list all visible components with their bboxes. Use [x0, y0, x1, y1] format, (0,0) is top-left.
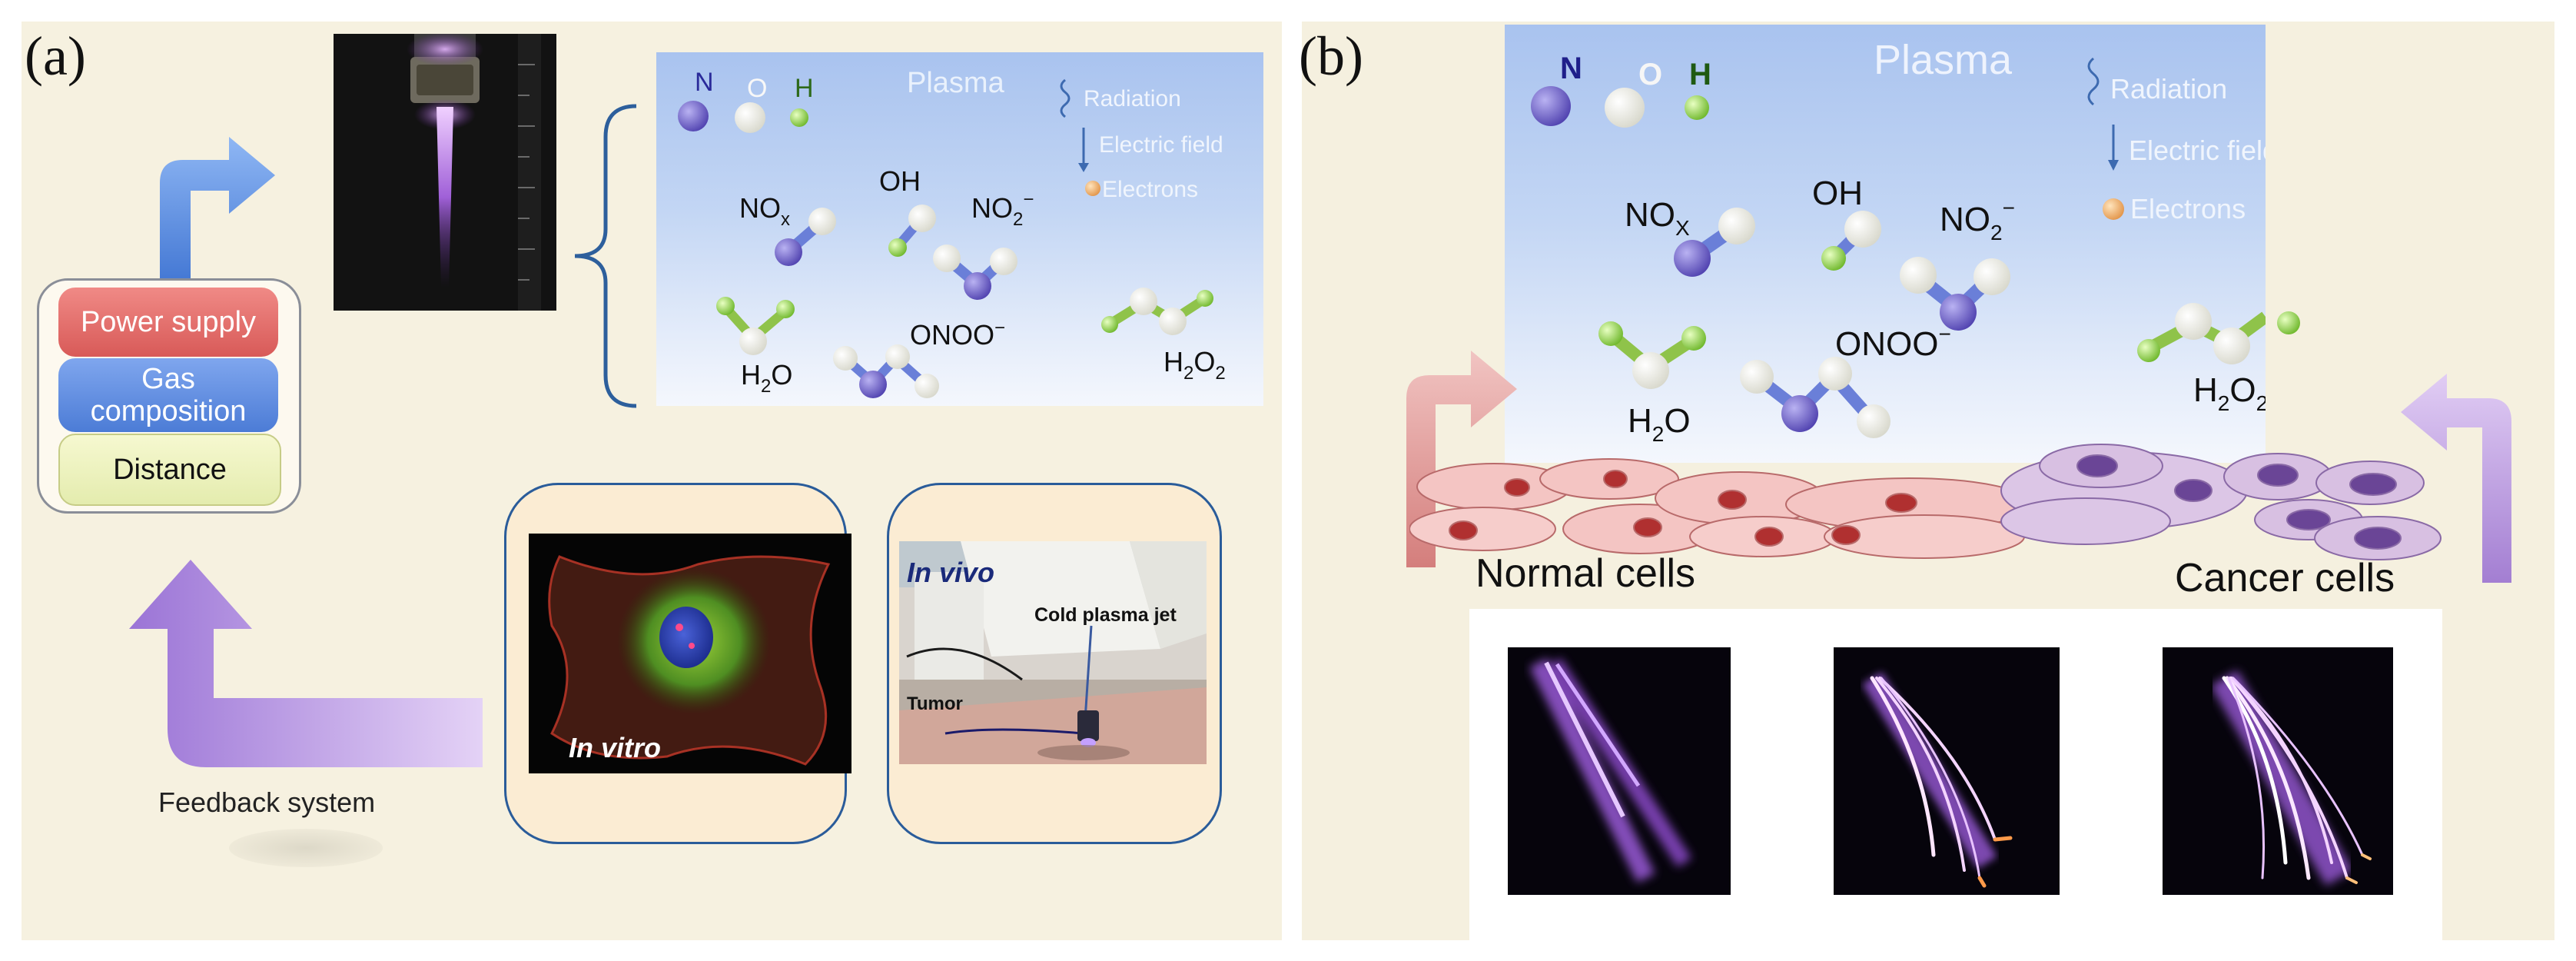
normal-cells-label: Normal cells [1476, 551, 1696, 596]
legend-electrons-a: Electrons [1102, 177, 1198, 202]
legend-radiation-a: Radiation [1084, 86, 1181, 111]
hydrogen-atom-edge [2277, 311, 2300, 334]
cancer-cells-label: Cancer cells [2175, 556, 2395, 600]
nitrogen-atom [678, 101, 709, 131]
in-vitro-photo: In vitro [529, 534, 851, 773]
discharge-photo-1 [1508, 647, 1731, 895]
legend-electrons-b: Electrons [2130, 193, 2246, 224]
h2o2-label: H2O2 [1164, 346, 1226, 384]
hydrogen-atom-b [1685, 95, 1709, 120]
tumor-label: Tumor [907, 693, 963, 714]
hydrogen-atom [790, 108, 808, 127]
normal-cells-group [1409, 458, 2033, 559]
nox-label: NOx [739, 192, 790, 230]
electron-icon-b [2103, 198, 2124, 220]
atom-n-label-b: N [1560, 52, 1582, 85]
legend-radiation-b: Radiation [2110, 73, 2227, 105]
atom-n-label: N [695, 68, 714, 97]
in-vivo-label: In vivo [907, 557, 995, 588]
atom-o-label: O [747, 74, 767, 103]
in-vivo-photo: In vivo Cold plasma jet Tumor [899, 541, 1207, 764]
h2o-label: H2O [741, 359, 792, 397]
atom-o-label-b: O [1638, 58, 1662, 91]
radiation-icon-b [2087, 57, 2100, 106]
panel-a: (a) [22, 22, 1282, 940]
atom-h-label: H [795, 74, 814, 103]
electron-icon [1085, 181, 1100, 196]
radiation-icon [1060, 78, 1071, 118]
panel-b: (b) N O H Plasma Radiation Electric fiel… [1299, 22, 2554, 943]
plasma-box-b: N O H Plasma Radiation Electric field El… [1505, 25, 2278, 463]
cancer-cells-group [2000, 444, 2442, 560]
no2-label-b: NO2− [1940, 196, 2015, 244]
panel-b-label: (b) [1299, 25, 1363, 87]
legend-field-a: Electric field [1099, 132, 1223, 158]
brace-icon [574, 104, 637, 408]
plasma-jet-photo [334, 34, 556, 311]
plasma-box-a: N O H Plasma Radiation Electric field El… [656, 52, 1263, 406]
plasma-title-a: Plasma [907, 67, 1005, 99]
h2o-label-b: H2O [1628, 402, 1691, 446]
plasma-title-b: Plasma [1874, 37, 2013, 83]
feedback-arrow-icon [129, 560, 483, 767]
feedback-system-label: Feedback system [158, 786, 376, 818]
nox-label-b: NOX [1625, 196, 1690, 240]
cell-layer [1409, 444, 2442, 560]
discharge-photo-3 [2163, 647, 2393, 895]
oh-label: OH [879, 165, 921, 197]
atom-h-label-b: H [1689, 58, 1711, 91]
shadow-decoration [229, 829, 383, 867]
h2o2-label-b: H2O2 [2193, 371, 2266, 415]
oh-label-b: OH [1812, 175, 1863, 212]
no2-label: NO2− [971, 189, 1034, 230]
onoo-label-b: ONOO− [1835, 322, 1951, 363]
panel-a-label: (a) [25, 25, 86, 87]
arrow-up-right-icon [160, 137, 275, 291]
oxygen-atom-b [1605, 88, 1645, 128]
onoo-label: ONOO− [910, 318, 1005, 351]
legend-field-b: Electric field [2129, 135, 2266, 166]
arrow-purple-icon [2401, 374, 2511, 583]
power-supply-box: Power supply [58, 288, 278, 357]
distance-box: Distance [58, 434, 281, 506]
in-vitro-label: In vitro [569, 732, 662, 763]
cold-plasma-jet-label: Cold plasma jet [1034, 604, 1177, 626]
oxygen-atom [735, 102, 765, 133]
discharge-photo-2 [1834, 647, 2060, 895]
nitrogen-atom-b [1531, 86, 1571, 126]
